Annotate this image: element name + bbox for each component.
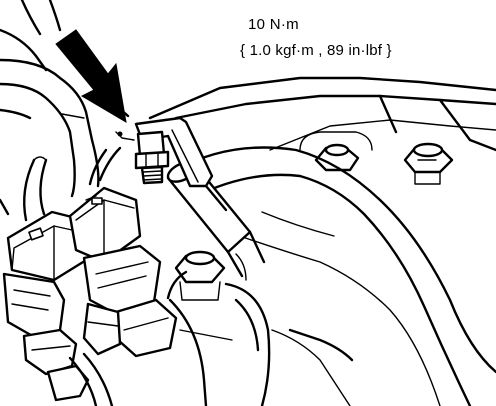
torque-value-nm: 10 N·m [248, 16, 299, 33]
left-frame [0, 98, 130, 216]
cylinder-head-outline [148, 76, 496, 152]
flange-bolt-middle [299, 131, 373, 172]
flange-bolt-right [403, 142, 454, 185]
knock-sensor-bolt [115, 130, 170, 185]
engine-mount-bolt [166, 250, 226, 301]
torque-value-alt-units: { 1.0 kgf·m , 89 in·lbf } [240, 42, 392, 59]
lower-housing [168, 253, 354, 406]
wire-harness [68, 146, 122, 406]
electrical-connector-right [68, 186, 178, 358]
coolant-hose [174, 146, 496, 406]
left-hose-curve [23, 156, 48, 222]
arrow-pointer-icon [55, 29, 127, 123]
left-hose-upper [0, 0, 100, 198]
